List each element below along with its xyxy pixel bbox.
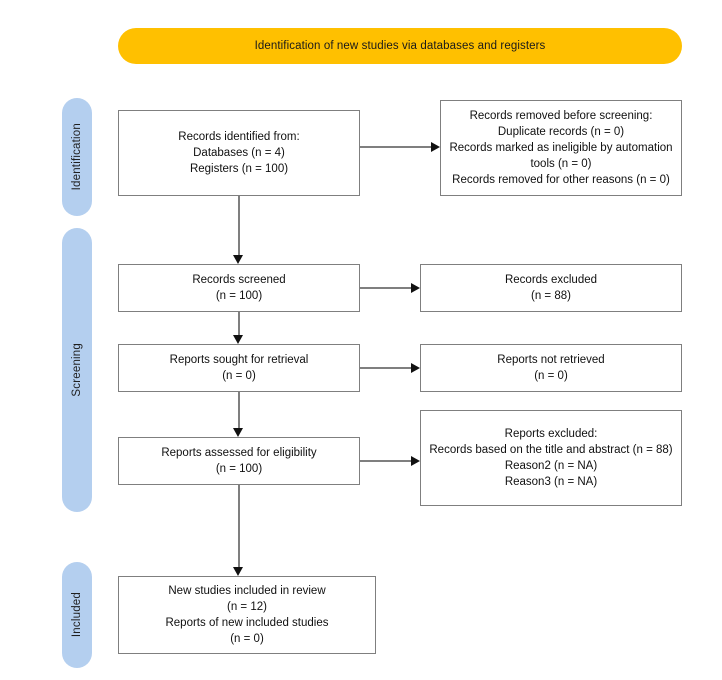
box-reports-assessed-line1: Reports assessed for eligibility: [161, 447, 317, 459]
stage-label-identification: Identification: [62, 98, 92, 216]
connector-assessed-to-included: [238, 485, 240, 568]
box-new-studies-included-line3: Reports of new included studies: [165, 617, 329, 629]
box-records-screened-line1: Records screened: [192, 274, 286, 286]
arrowhead-down-to-assessed: [233, 428, 243, 437]
box-records-removed-line1: Records removed before screening:: [469, 110, 653, 122]
connector-screened-to-sought: [238, 312, 240, 336]
connector-screened-to-excluded: [360, 287, 412, 289]
arrowhead-down-to-included: [233, 567, 243, 576]
box-records-excluded-line1: Records excluded: [504, 274, 598, 286]
diagram-banner: Identification of new studies via databa…: [118, 28, 682, 64]
box-reports-excluded-line3: Reason2 (n = NA): [504, 460, 598, 472]
arrowhead-right-to-excluded: [411, 282, 420, 293]
arrowhead-down-to-screened: [233, 255, 243, 264]
box-records-removed-line2: Duplicate records (n = 0): [497, 126, 625, 138]
box-records-screened-line2: (n = 100): [215, 290, 263, 302]
box-reports-sought-line2: (n = 0): [222, 370, 256, 382]
arrowhead-right-to-not-retrieved: [411, 362, 420, 373]
box-records-identified-line3: Registers (n = 100): [189, 163, 289, 175]
box-records-removed-line4: Records removed for other reasons (n = 0…: [452, 174, 670, 186]
box-new-studies-included: New studies included in review (n = 12) …: [118, 576, 376, 654]
box-reports-excluded: Reports excluded: Records based on the t…: [420, 410, 682, 506]
banner-title: Identification of new studies via databa…: [254, 40, 546, 52]
connector-identified-to-removed: [360, 146, 432, 148]
box-reports-not-retrieved: Reports not retrieved (n = 0): [420, 344, 682, 392]
arrowhead-right-to-reports-excluded: [411, 455, 420, 466]
box-records-identified-line1: Records identified from:: [178, 131, 300, 143]
box-records-removed-line3: Records marked as ineligible by automati…: [449, 142, 673, 170]
box-reports-sought: Reports sought for retrieval (n = 0): [118, 344, 360, 392]
stage-label-screening: Screening: [62, 228, 92, 512]
box-records-removed: Records removed before screening: Duplic…: [440, 100, 682, 196]
connector-assessed-to-reports-excluded: [360, 460, 412, 462]
box-reports-not-retrieved-line2: (n = 0): [534, 370, 568, 382]
stage-label-identification-text: Identification: [71, 123, 83, 191]
connector-sought-to-assessed: [238, 392, 240, 429]
box-new-studies-included-line2: (n = 12): [227, 601, 267, 613]
connector-sought-to-not-retrieved: [360, 367, 412, 369]
box-reports-sought-line1: Reports sought for retrieval: [169, 354, 309, 366]
box-reports-assessed-line2: (n = 100): [215, 463, 263, 475]
connector-identified-to-screened: [238, 196, 240, 256]
box-new-studies-included-line1: New studies included in review: [168, 585, 326, 597]
box-records-screened: Records screened (n = 100): [118, 264, 360, 312]
box-reports-excluded-line4: Reason3 (n = NA): [504, 476, 598, 488]
box-reports-excluded-line1: Reports excluded:: [504, 428, 598, 440]
stage-label-screening-text: Screening: [71, 343, 83, 397]
arrowhead-right-to-removed: [431, 141, 440, 152]
box-records-identified-line2: Databases (n = 4): [193, 147, 285, 159]
stage-label-included-text: Included: [71, 592, 83, 638]
box-records-excluded-line2: (n = 88): [531, 290, 571, 302]
arrowhead-down-to-sought: [233, 335, 243, 344]
box-records-identified: Records identified from: Databases (n = …: [118, 110, 360, 196]
box-records-excluded: Records excluded (n = 88): [420, 264, 682, 312]
box-reports-assessed: Reports assessed for eligibility (n = 10…: [118, 437, 360, 485]
stage-label-included: Included: [62, 562, 92, 668]
box-new-studies-included-line4: (n = 0): [230, 633, 264, 645]
box-reports-excluded-line2: Records based on the title and abstract …: [429, 444, 673, 456]
box-reports-not-retrieved-line1: Reports not retrieved: [497, 354, 605, 366]
